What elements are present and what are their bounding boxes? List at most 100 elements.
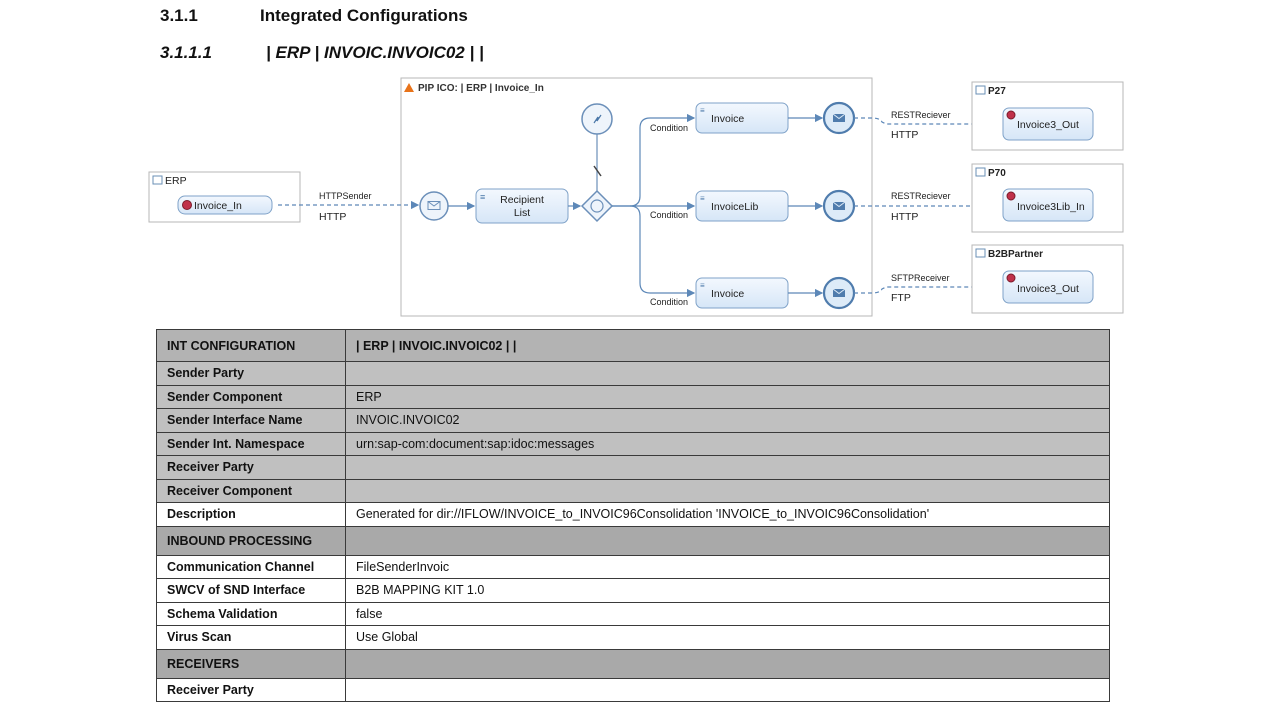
condition-label: Condition (650, 123, 688, 133)
subsection-number: 3.1.1.1 (160, 43, 212, 62)
row-value: FileSenderInvoic (345, 554, 1110, 579)
gateway[interactable] (580, 189, 614, 223)
table-row: Receiver Party (156, 455, 1110, 480)
row-value: ERP (345, 384, 1110, 409)
receiver-component-label: B2BPartner (988, 249, 1043, 260)
row-key: Sender Int. Namespace (156, 431, 346, 456)
row-key: Receiver Party (156, 677, 346, 702)
table-header-row: INT CONFIGURATION | ERP | INVOIC.INVOIC0… (156, 329, 1110, 362)
component-icon (975, 85, 986, 95)
receiver-channel-name: SFTPReceiver (891, 273, 950, 283)
row-key: Sender Component (156, 384, 346, 409)
row-key: Sender Interface Name (156, 408, 346, 433)
pip-container (400, 77, 873, 317)
step-icon: ≡ (700, 281, 705, 290)
receiver-connector (854, 282, 1002, 294)
receiver-channel-name: RESTReciever (891, 110, 951, 120)
row-value (345, 478, 1110, 503)
row-key: Description (156, 502, 346, 527)
header-value-cell: | ERP | INVOIC.INVOIC02 | | (345, 329, 1110, 362)
table-row: Receiver Component (156, 478, 1110, 503)
section-label: RECEIVERS (156, 648, 346, 679)
envelope-icon (427, 201, 441, 210)
svg-text:List: List (514, 207, 530, 219)
row-value (345, 361, 1110, 386)
sender-channel-name: HTTPSender (319, 191, 372, 201)
condition-label: Condition (650, 297, 688, 307)
header-key-cell: INT CONFIGURATION (156, 329, 346, 362)
receiver-interface-node[interactable] (1002, 188, 1094, 222)
section-label: INBOUND PROCESSING (156, 525, 346, 556)
receiver-connector (854, 117, 1002, 129)
sender-interface-label: Invoice_In (194, 200, 242, 212)
row-key: Receiver Component (156, 478, 346, 503)
interface-icon (1006, 110, 1016, 120)
receiver-interface-label: Invoice3_Out (1017, 283, 1079, 295)
component-icon (975, 167, 986, 177)
section-row: INBOUND PROCESSING (156, 525, 1110, 556)
table-row: Sender Component ERP (156, 384, 1110, 409)
receiver-interface-label: Invoice3_Out (1017, 119, 1079, 131)
branch-connector-bottom (629, 205, 696, 298)
row-value: INVOIC.INVOIC02 (345, 408, 1110, 433)
table-row: SWCV of SND Interface B2B MAPPING KIT 1.… (156, 578, 1110, 603)
recipient-list-label: Recipient (500, 194, 544, 206)
receiver-channel-protocol: HTTP (891, 129, 918, 141)
row-key: Receiver Party (156, 455, 346, 480)
pip-title: PIP ICO: | ERP | Invoice_In (418, 83, 544, 94)
row-value: Generated for dir://IFLOW/INVOICE_to_INV… (345, 502, 1110, 527)
row-value: B2B MAPPING KIT 1.0 (345, 578, 1110, 603)
receiver-interface-node[interactable] (1002, 107, 1094, 141)
table-row: Sender Int. Namespace urn:sap-com:docume… (156, 431, 1110, 456)
row-key: Sender Party (156, 361, 346, 386)
table-row: Schema Validation false (156, 601, 1110, 626)
table-row: Description Generated for dir://IFLOW/IN… (156, 502, 1110, 527)
row-key: Communication Channel (156, 554, 346, 579)
table-row: Receiver Party (156, 677, 1110, 702)
table-row: Sender Interface Name INVOIC.INVOIC02 (156, 408, 1110, 433)
sender-interface-node[interactable] (177, 195, 273, 215)
section-title: Integrated Configurations (260, 6, 468, 25)
sender-component-label: ERP (165, 175, 187, 187)
component-icon (975, 248, 986, 258)
table-row: Virus Scan Use Global (156, 625, 1110, 650)
receiver-interface-label: Invoice3Lib_In (1017, 201, 1085, 213)
table-row: Sender Party (156, 361, 1110, 386)
integration-flow-diagram: PIP ICO: | ERP | Invoice_In ERP Invoice_… (148, 77, 1124, 317)
receiver-component-label: P70 (988, 168, 1006, 179)
timer-icon (593, 114, 602, 124)
row-value (345, 677, 1110, 702)
receiver-channel-name: RESTReciever (891, 191, 951, 201)
condition-label: Condition (650, 210, 688, 220)
row-value: Use Global (345, 625, 1110, 650)
row-key: Schema Validation (156, 601, 346, 626)
section-row: RECEIVERS (156, 648, 1110, 679)
row-value (345, 455, 1110, 480)
section-number: 3.1.1 (160, 6, 198, 25)
section-heading: 3.1.1 Integrated Configurations (160, 6, 468, 26)
row-key: Virus Scan (156, 625, 346, 650)
branch-step-label: InvoiceLib (711, 201, 758, 213)
list-icon: ≡ (480, 192, 485, 202)
row-value: false (345, 601, 1110, 626)
interface-icon (1006, 191, 1016, 201)
receiver-interface-node[interactable] (1002, 270, 1094, 304)
receiver-channel-protocol: HTTP (891, 211, 918, 223)
receiver-channel-protocol: FTP (891, 292, 911, 304)
branch-step-label: Invoice (711, 113, 744, 125)
row-key: SWCV of SND Interface (156, 578, 346, 603)
interface-icon (1006, 273, 1016, 283)
warning-icon (404, 83, 414, 92)
branch-step-label: Invoice (711, 288, 744, 300)
component-icon (152, 175, 163, 185)
interface-icon (182, 200, 192, 210)
receiver-component-label: P27 (988, 86, 1006, 97)
step-icon: ≡ (700, 194, 705, 203)
table-row: Communication Channel FileSenderInvoic (156, 554, 1110, 579)
sender-channel-protocol: HTTP (319, 211, 346, 223)
configuration-table: INT CONFIGURATION | ERP | INVOIC.INVOIC0… (156, 329, 1110, 702)
row-value: urn:sap-com:document:sap:idoc:messages (345, 431, 1110, 456)
subsection-heading: 3.1.1.1 | ERP | INVOIC.INVOIC02 | | (160, 43, 484, 63)
subsection-title: | ERP | INVOIC.INVOIC02 | | (266, 43, 484, 62)
step-icon: ≡ (700, 106, 705, 115)
